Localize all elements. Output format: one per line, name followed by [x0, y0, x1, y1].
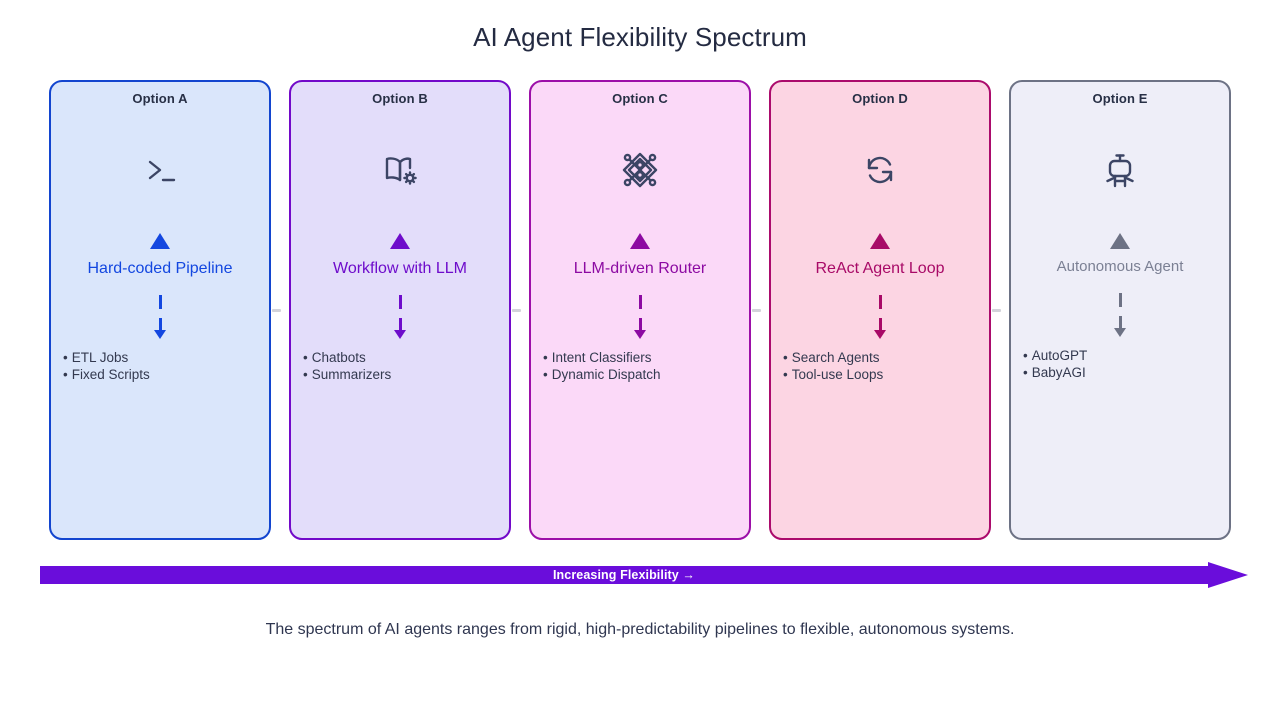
option-card-header: Option C — [612, 91, 668, 106]
bullet-dot-icon: • — [63, 367, 68, 382]
option-card-label: LLM-driven Router — [573, 260, 707, 277]
down-arrow-connector-icon — [873, 295, 887, 339]
triangle-marker-icon — [390, 233, 410, 249]
option-card-bullets: •Chatbots•Summarizers — [303, 349, 391, 383]
bullet-dot-icon: • — [1023, 365, 1028, 380]
list-item-label: Dynamic Dispatch — [551, 367, 661, 382]
list-item-label: Fixed Scripts — [71, 367, 150, 382]
option-card-header: Option A — [132, 91, 188, 106]
down-arrow-connector-icon — [633, 295, 647, 339]
option-card-slot: Option D ReAct Agent Loop •Search Agents•T… — [760, 80, 1001, 540]
bullet-dot-icon: • — [1023, 348, 1028, 363]
page-title: AI Agent Flexibility Spectrum — [473, 22, 807, 52]
list-item: •Dynamic Dispatch — [543, 366, 661, 383]
bullet-dot-icon: • — [303, 367, 308, 382]
down-arrow-connector-icon — [1113, 293, 1127, 337]
option-card-slot: Option B Workflow with LLM •Chatbots•Summa… — [280, 80, 521, 540]
list-item: •Tool-use Loops — [783, 366, 883, 383]
bullet-dot-icon: • — [783, 367, 788, 382]
down-arrow-connector-icon — [153, 295, 167, 339]
option-card-label: Hard-coded Pipeline — [87, 260, 233, 277]
book-gear-icon — [374, 144, 426, 196]
list-item-label: Intent Classifiers — [551, 350, 652, 365]
list-item-label: ETL Jobs — [71, 350, 129, 365]
list-item-label: Tool-use Loops — [791, 367, 884, 382]
list-item: •Search Agents — [783, 349, 883, 366]
figure-caption: The spectrum of AI agents ranges from ri… — [265, 621, 1015, 638]
bullet-dot-icon: • — [783, 350, 788, 365]
list-item-label: BabyAGI — [1031, 365, 1086, 380]
option-card-option-c[interactable]: Option C LLM-driven Router •Intent Classif… — [529, 80, 751, 540]
card-separator-dash — [272, 309, 281, 312]
list-item: •Fixed Scripts — [63, 366, 150, 383]
list-item: •ETL Jobs — [63, 349, 150, 366]
increasing-flexibility-banner: Increasing Flexibility → — [40, 562, 1248, 588]
option-card-slot: Option A Hard-coded Pipeline •ETL Jobs•Fix… — [40, 80, 281, 540]
triangle-marker-icon — [870, 233, 890, 249]
list-item-label: AutoGPT — [1031, 348, 1088, 363]
option-card-label: Autonomous Agent — [1056, 258, 1184, 275]
list-item: •Summarizers — [303, 366, 391, 383]
triangle-marker-icon — [630, 233, 650, 249]
spectrum-label: Increasing Flexibility → — [552, 568, 696, 582]
option-card-option-d[interactable]: Option D ReAct Agent Loop •Search Agents•T… — [769, 80, 991, 540]
arrow-right-icon — [1208, 562, 1248, 588]
robot-icon — [1094, 144, 1146, 196]
bullet-dot-icon: • — [63, 350, 68, 365]
option-card-bullets: •Search Agents•Tool-use Loops — [783, 349, 883, 383]
loop-refresh-icon — [854, 144, 906, 196]
list-item: •Chatbots — [303, 349, 391, 366]
card-separator-dash — [752, 309, 761, 312]
option-card-bullets: •ETL Jobs•Fixed Scripts — [63, 349, 150, 383]
list-item-label: Search Agents — [791, 350, 880, 365]
option-card-slot: Option C LLM-driven Router •Intent Classif… — [520, 80, 761, 540]
router-network-icon — [614, 144, 666, 196]
option-card-header: Option D — [852, 91, 908, 106]
bullet-dot-icon: • — [543, 367, 548, 382]
option-card-header: Option B — [372, 91, 428, 106]
bullet-dot-icon: • — [543, 350, 548, 365]
option-card-option-a[interactable]: Option A Hard-coded Pipeline •ETL Jobs•Fix… — [49, 80, 271, 540]
option-card-slot: Option E Autonomous Agent •AutoGPT•BabyAGI — [1000, 80, 1240, 540]
terminal-prompt-icon — [134, 144, 186, 196]
list-item: •Intent Classifiers — [543, 349, 661, 366]
option-card-option-b[interactable]: Option B Workflow with LLM •Chatbots•Summa… — [289, 80, 511, 540]
list-item-label: Chatbots — [311, 350, 366, 365]
spectrum-bar — [40, 566, 1208, 584]
option-card-option-e[interactable]: Option E Autonomous Agent •AutoGPT•BabyAGI — [1009, 80, 1231, 540]
bullet-dot-icon: • — [303, 350, 308, 365]
list-item: •AutoGPT — [1023, 347, 1087, 364]
option-card-bullets: •Intent Classifiers•Dynamic Dispatch — [543, 349, 661, 383]
card-separator-dash — [512, 309, 521, 312]
list-item-label: Summarizers — [311, 367, 392, 382]
card-separator-dash — [992, 309, 1001, 312]
list-item: •BabyAGI — [1023, 364, 1087, 381]
option-card-label: ReAct Agent Loop — [815, 260, 945, 277]
option-card-bullets: •AutoGPT•BabyAGI — [1023, 347, 1087, 381]
option-card-label: Workflow with LLM — [333, 260, 467, 277]
triangle-marker-icon — [1110, 233, 1130, 249]
triangle-marker-icon — [150, 233, 170, 249]
option-card-header: Option E — [1092, 91, 1148, 106]
down-arrow-connector-icon — [393, 295, 407, 339]
